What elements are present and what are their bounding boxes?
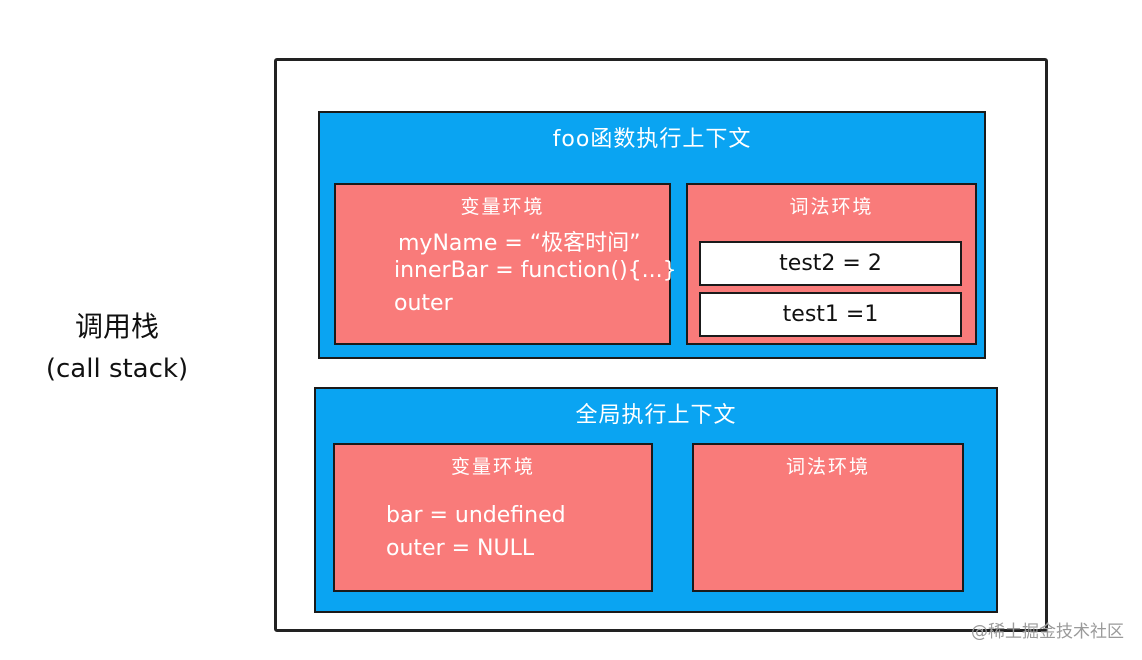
global-context-title: 全局执行上下文	[575, 403, 737, 428]
call-stack-subtitle: (call stack)	[45, 354, 189, 384]
variable-line: innerBar = function(){...}	[394, 258, 677, 283]
watermark: @稀土掘金技术社区	[971, 622, 1124, 642]
call-stack-title: 调用栈	[74, 310, 159, 343]
global-variable-env-title: 变量环境	[450, 456, 535, 478]
foo-variable-env-title: 变量环境	[460, 196, 545, 218]
global-variable-environment: 变量环境 bar = undefined outer = NULL	[333, 443, 653, 592]
foo-variable-environment: 变量环境 myName = “极客时间” innerBar = function…	[334, 183, 677, 345]
global-lexical-env-title: 词法环境	[785, 456, 870, 478]
foo-context-title: foo函数执行上下文	[552, 127, 752, 152]
variable-line: myName = “极客时间”	[398, 231, 641, 256]
variable-line: bar = undefined	[386, 503, 566, 528]
foo-execution-context: foo函数执行上下文 变量环境 myName = “极客时间” innerBar…	[318, 111, 986, 359]
lexical-binding: test2 = 2	[699, 241, 962, 286]
call-stack-label: 调用栈 (call stack)	[22, 306, 212, 390]
lexical-binding: test1 =1	[699, 292, 962, 337]
variable-line: outer	[394, 291, 453, 316]
foo-lexical-env-title: 词法环境	[789, 196, 874, 218]
foo-lexical-environment: 词法环境 test2 = 2 test1 =1	[686, 183, 977, 345]
global-lexical-environment: 词法环境	[692, 443, 964, 592]
global-execution-context: 全局执行上下文 变量环境 bar = undefined outer = NUL…	[314, 387, 998, 613]
variable-line: outer = NULL	[386, 536, 535, 561]
